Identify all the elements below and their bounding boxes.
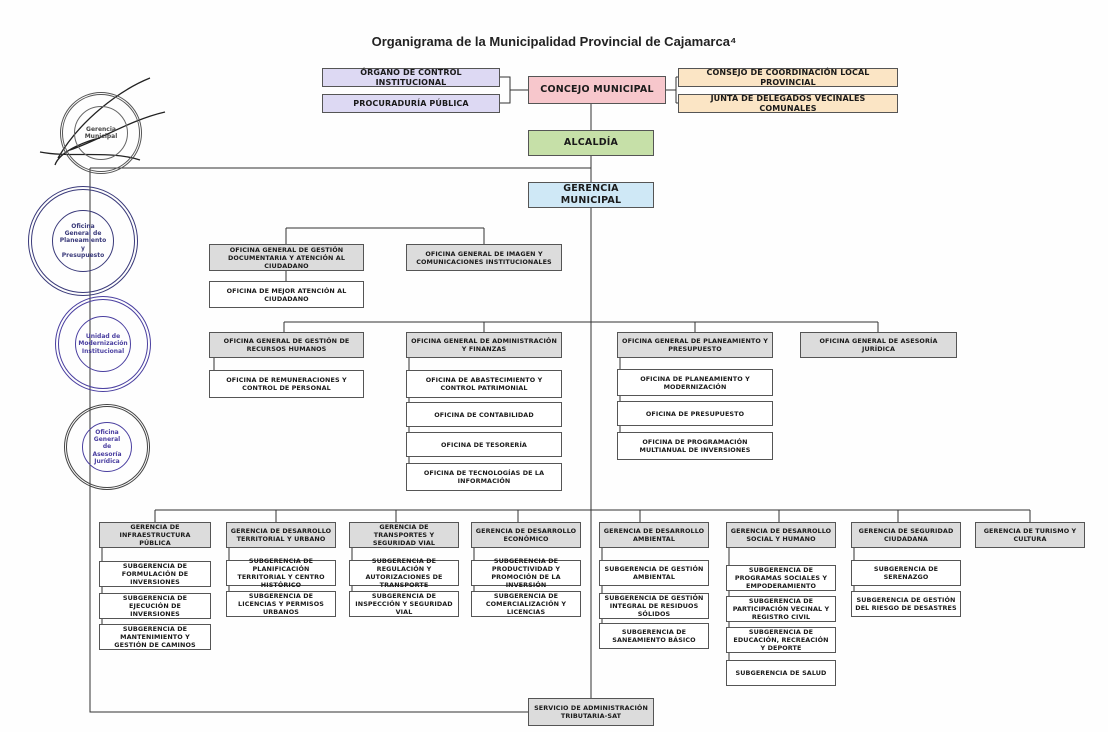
box-sat: Servicio de Administración Tributaria-SA… (528, 698, 654, 726)
box-imagen-comunicaciones: Oficina General de Imagen y Comunicacion… (406, 244, 562, 271)
box-sub-mantenimiento: Subgerencia de Mantenimiento y Gestión d… (99, 624, 211, 650)
box-recursos-humanos: Oficina General de Gestión de Recursos H… (209, 332, 364, 358)
box-abastecimiento: Oficina de Abastecimiento y Control Patr… (406, 370, 562, 398)
box-junta-delegados: Junta de Delegados Vecinales Comunales (678, 94, 898, 113)
box-gerencia-desarrollo-ambiental: Gerencia de Desarrollo Ambiental (599, 522, 709, 548)
box-gerencia-desarrollo-territorial: Gerencia de Desarrollo Territorial y Urb… (226, 522, 336, 548)
box-sub-gestion-ambiental: Subgerencia de Gestión Ambiental (599, 560, 709, 586)
box-sub-salud: Subgerencia de Salud (726, 660, 836, 686)
seal-3-center: Unidad de Modernización Institucional (78, 333, 128, 355)
chart-title: Organigrama de la Municipalidad Provinci… (371, 34, 737, 49)
box-gerencia-transportes: Gerencia de Transportes y Seguridad Vial (349, 522, 459, 548)
box-sub-riesgo-desastres: Subgerencia de Gestión del Riesgo de Des… (851, 591, 961, 617)
box-sub-ejecucion: Subgerencia de Ejecución de Inversiones (99, 593, 211, 619)
box-concejo-municipal: Concejo Municipal (528, 76, 666, 104)
box-sub-productividad: Subgerencia de Productividad y Promoción… (471, 557, 581, 589)
box-tecnologias-informacion: Oficina de Tecnologías de la Información (406, 463, 562, 491)
seal-2-center: Oficina General de Planeamiento y Presup… (59, 223, 107, 259)
box-contabilidad: Oficina de Contabilidad (406, 402, 562, 427)
box-asesoria-juridica: Oficina General de Asesoría Jurídica (800, 332, 957, 358)
box-sub-inspeccion-vial: Subgerencia de Inspección y Seguridad Vi… (349, 591, 459, 617)
box-alcaldia: Alcaldía (528, 130, 654, 156)
box-gerencia-seguridad-ciudadana: Gerencia de Seguridad Ciudadana (851, 522, 961, 548)
box-gerencia-municipal: Gerencia Municipal (528, 182, 654, 208)
box-planeamiento-presupuesto: Oficina General de Planeamiento y Presup… (617, 332, 773, 358)
box-mejor-atencion: Oficina de Mejor Atención al Ciudadano (209, 281, 364, 308)
box-planeamiento-modernizacion: Oficina de Planeamiento y Modernización (617, 369, 773, 396)
box-sub-residuos-solidos: Subgerencia de Gestión Integral de Resid… (599, 593, 709, 619)
seal-1-center: Gerencia Municipal (84, 125, 118, 140)
box-consejo-coordinacion: Consejo de Coordinación Local Provincial (678, 68, 898, 87)
seal-asesoria-juridica: Oficina General de Asesoría Jurídica (64, 404, 150, 490)
box-presupuesto: Oficina de Presupuesto (617, 401, 773, 426)
box-sub-licencias-permisos: Subgerencia de Licencias y Permisos Urba… (226, 591, 336, 617)
box-remuneraciones: Oficina de Remuneraciones y Control de P… (209, 370, 364, 398)
box-sub-planificacion-territorial: Subgerencia de Planificación Territorial… (226, 557, 336, 589)
box-gerencia-turismo-cultura: Gerencia de Turismo y Cultura (975, 522, 1085, 548)
seal-4-center: Oficina General de Asesoría Jurídica (92, 429, 122, 465)
box-programacion-multianual: Oficina de Programación Multianual de In… (617, 432, 773, 460)
box-gerencia-infraestructura: Gerencia de Infraestructura Pública (99, 522, 211, 548)
seal-gerencia-municipal: Gerencia Municipal (60, 92, 142, 174)
box-sub-comercializacion: Subgerencia de Comercialización y Licenc… (471, 591, 581, 617)
box-sub-programas-sociales: Subgerencia de Programas Sociales y Empo… (726, 565, 836, 591)
seal-modernizacion: Unidad de Modernización Institucional (55, 296, 151, 392)
seal-planeamiento: Oficina General de Planeamiento y Presup… (28, 186, 138, 296)
box-procuraduria: Procuraduría Pública (322, 94, 500, 113)
box-sub-saneamiento: Subgerencia de Saneamiento Básico (599, 623, 709, 649)
box-sub-educacion-deporte: Subgerencia de Educación, Recreación y D… (726, 627, 836, 653)
box-gestion-documentaria: Oficina General de Gestión Documentaria … (209, 244, 364, 271)
box-gerencia-desarrollo-social: Gerencia de Desarrollo Social y Humano (726, 522, 836, 548)
box-tesoreria: Oficina de Tesorería (406, 432, 562, 457)
box-organo-control: Órgano de Control Institucional (322, 68, 500, 87)
box-gerencia-desarrollo-economico: Gerencia de Desarrollo Económico (471, 522, 581, 548)
box-sub-regulacion-transporte: Subgerencia de Regulación y Autorizacion… (349, 557, 459, 589)
box-sub-formulacion: Subgerencia de Formulación de Inversione… (99, 561, 211, 587)
box-administracion-finanzas: Oficina General de Administración y Fina… (406, 332, 562, 358)
box-sub-participacion-vecinal: Subgerencia de Participación Vecinal y R… (726, 596, 836, 622)
box-sub-serenazgo: Subgerencia de Serenazgo (851, 560, 961, 586)
